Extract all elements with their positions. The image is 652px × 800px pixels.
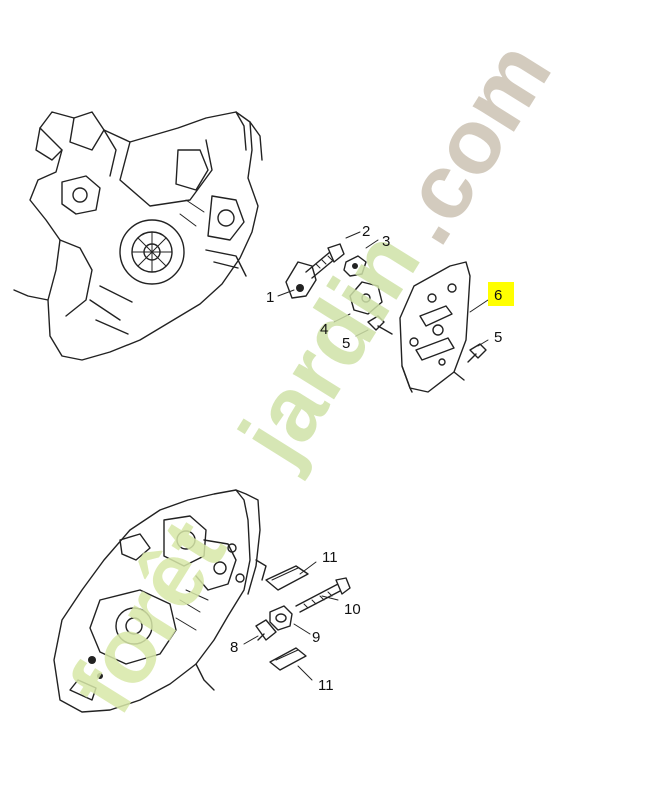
label-4: 4 <box>320 321 328 338</box>
part-9-bushing <box>269 605 293 631</box>
part-11-pad-lower <box>269 647 307 671</box>
part-4-plate <box>349 281 383 315</box>
label-3: 3 <box>382 233 390 250</box>
label-5a: 5 <box>342 335 350 352</box>
part-11-pad-upper <box>265 565 309 591</box>
label-11b: 11 <box>318 677 334 694</box>
lower-parts <box>255 559 351 671</box>
leader-lines <box>243 231 489 681</box>
label-11a: 11 <box>322 549 338 566</box>
part-5-screw-a <box>367 315 385 331</box>
watermark-com: .com <box>370 24 570 260</box>
engine-housing-upper <box>13 111 263 361</box>
label-9: 9 <box>312 629 320 646</box>
part-6-guide-plate <box>399 261 487 393</box>
part-1-tensioner-body <box>285 261 317 299</box>
label-6: 6 <box>494 287 502 304</box>
watermark: forêt jardin .com <box>50 24 570 730</box>
part-6-highlight <box>488 282 514 306</box>
part-2-screw <box>305 251 337 279</box>
label-8: 8 <box>230 639 238 656</box>
watermark-foret: forêt <box>50 503 245 730</box>
part-10-bolt <box>295 583 343 613</box>
part-labels: 1 2 3 4 5 6 5 11 10 9 8 11 <box>230 223 502 694</box>
label-5b: 5 <box>494 329 502 346</box>
label-2: 2 <box>362 223 370 240</box>
chain-adjuster-parts <box>285 243 393 335</box>
engine-housing-lower <box>53 489 261 713</box>
label-10: 10 <box>344 601 361 618</box>
label-1: 1 <box>266 289 274 306</box>
